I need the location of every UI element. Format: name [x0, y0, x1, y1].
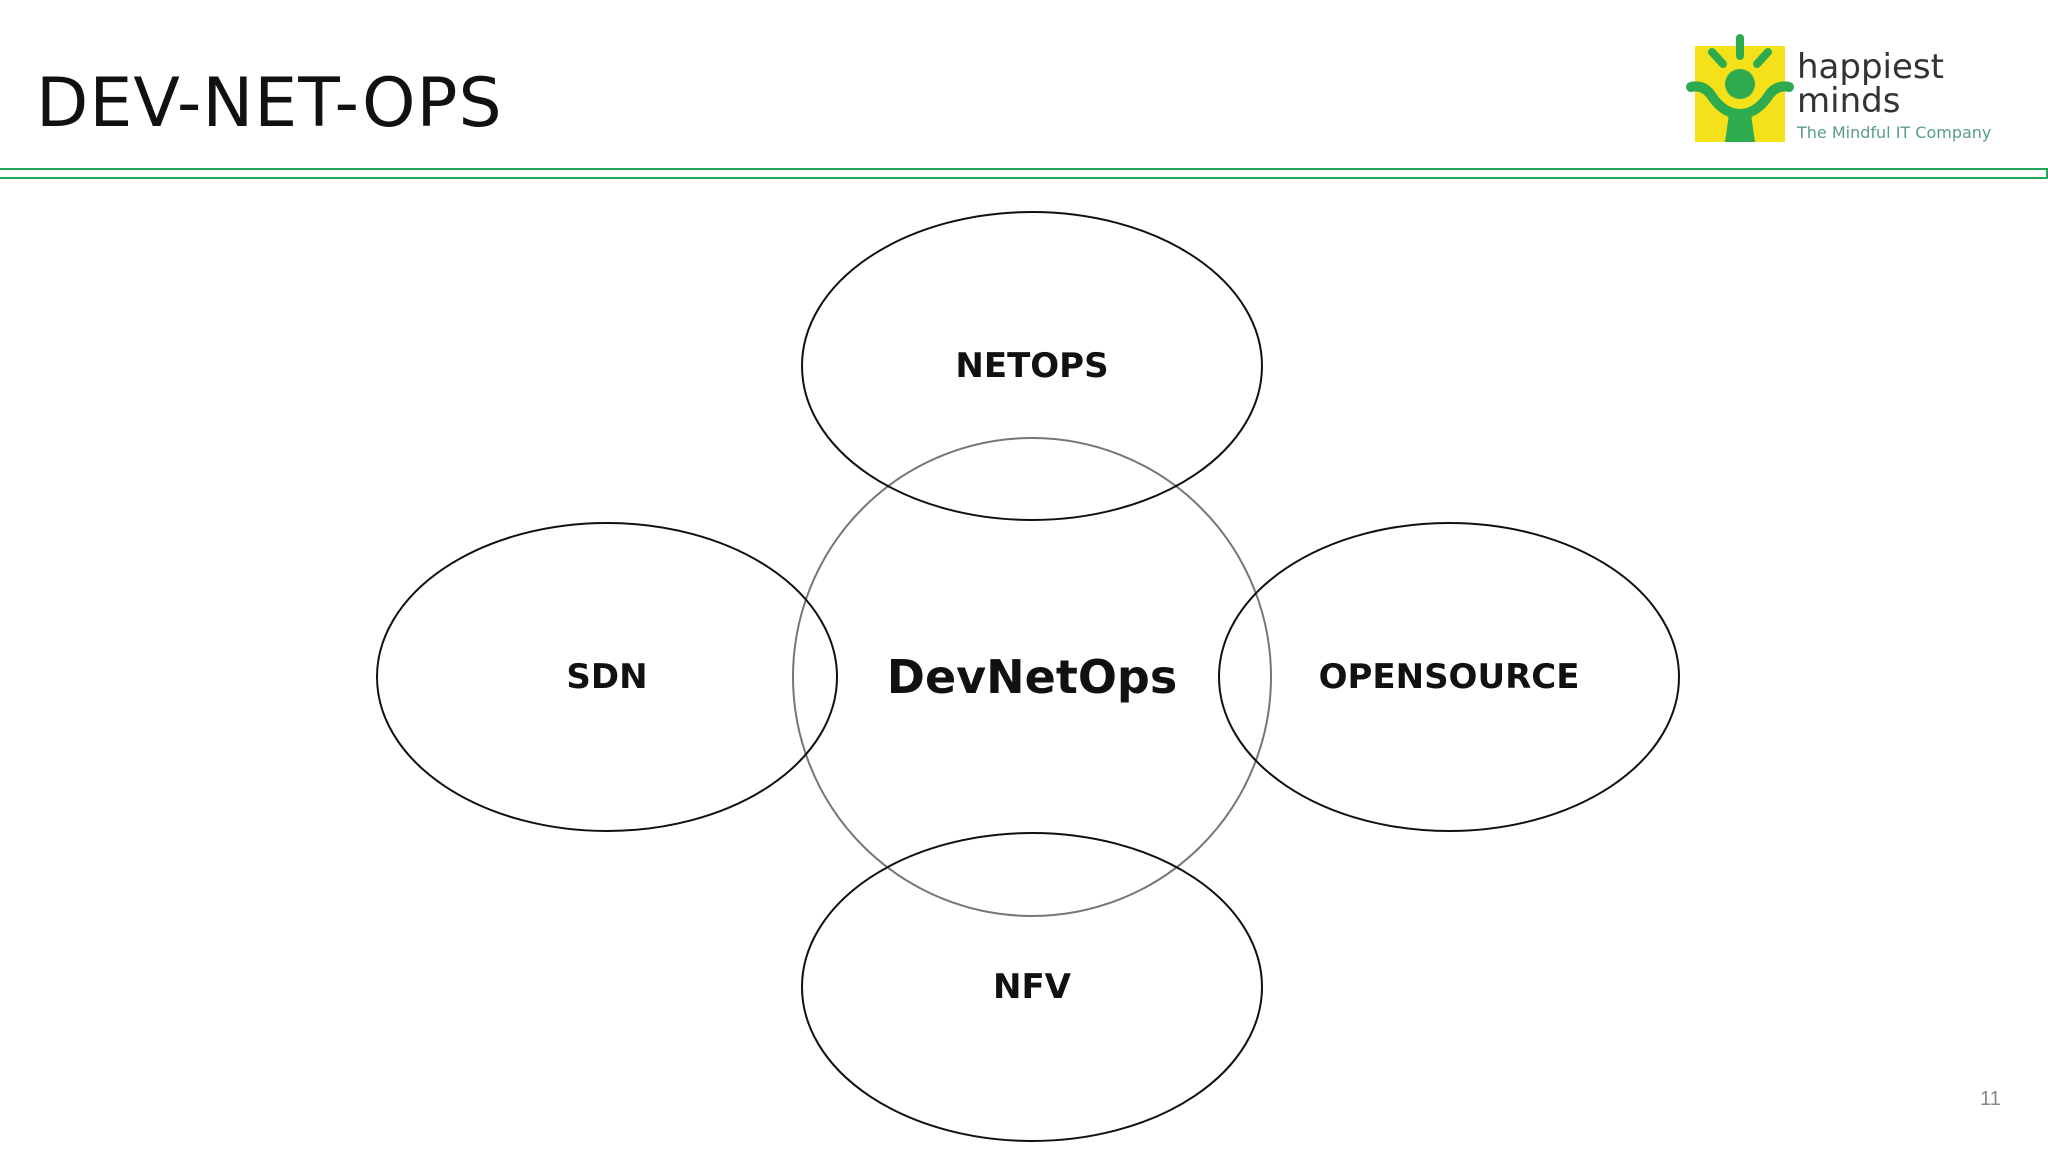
page-number: 11 [1980, 1088, 2001, 1110]
logo-figure-icon [1686, 34, 1794, 142]
sdn-label: SDN [566, 657, 647, 697]
nfv-label: NFV [993, 967, 1072, 1007]
netops-label: NETOPS [955, 346, 1108, 386]
logo-tagline: The Mindful IT Company [1796, 123, 1991, 142]
center-circle [792, 437, 1272, 917]
happiest-minds-logo: happiest minds The Mindful IT Company [1686, 34, 1991, 142]
logo-text-minds: minds [1797, 81, 1900, 121]
sdn-ellipse [376, 522, 838, 832]
slide-title: DEV-NET-OPS [36, 64, 503, 143]
nfv-ellipse [801, 832, 1263, 1142]
opensource-label: OPENSOURCE [1319, 657, 1580, 697]
opensource-ellipse [1218, 522, 1680, 832]
logo-text-happiest: happiest [1797, 47, 1944, 87]
center-label: DevNetOps [887, 650, 1177, 704]
netops-ellipse [801, 211, 1263, 521]
header-divider [0, 168, 2048, 179]
